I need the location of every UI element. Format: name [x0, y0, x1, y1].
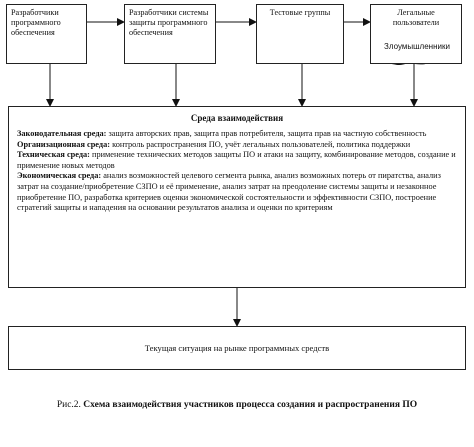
box-legal-users: Легальные пользователи [370, 4, 462, 64]
box-environment: Среда взаимодействия Законодательная сре… [8, 106, 466, 288]
developers-protection-label: Разработчики системы защиты программного… [129, 8, 209, 37]
economic-paragraph: Экономическая среда: анализ возможностей… [17, 171, 457, 213]
organizational-text: контроль распространения ПО, учёт легаль… [112, 139, 411, 149]
environment-title: Среда взаимодействия [190, 113, 284, 123]
box-developers-protection: Разработчики системы защиты программного… [124, 4, 216, 64]
technical-paragraph: Техническая среда: применение технически… [17, 150, 457, 171]
box-test-groups: Тестовые группы [256, 4, 344, 64]
economic-text: анализ возможностей целевого сегмента ры… [17, 171, 441, 213]
legal-users-label: Легальные пользователи [392, 8, 440, 27]
organizational-label: Организационная среда: [17, 139, 110, 149]
developers-software-label: Разработчики программного обеспечения [11, 8, 61, 37]
technical-text: применение технических методов защиты ПО… [17, 150, 456, 170]
economic-label: Экономическая среда: [17, 171, 102, 181]
market-situation-label: Текущая ситуация на рынке программных ср… [144, 343, 330, 353]
legislative-paragraph: Законодательная среда: защита авторских … [17, 129, 457, 140]
box-developers-software: Разработчики программного обеспечения [6, 4, 87, 64]
attackers-label: Злоумышленники [384, 42, 450, 51]
box-market-situation: Текущая ситуация на рынке программных ср… [8, 326, 466, 370]
legislative-label: Законодательная среда: [17, 129, 107, 138]
caption-title: Схема взаимодействия участников процесса… [83, 400, 418, 410]
caption-prefix: Рис.2. [56, 400, 81, 410]
figure-caption: Рис.2. Схема взаимодействия участников п… [0, 400, 474, 410]
legislative-text: защита авторских прав, защита прав потре… [108, 129, 427, 138]
technical-label: Техническая среда: [17, 150, 90, 160]
test-groups-label: Тестовые группы [269, 8, 331, 17]
organizational-paragraph: Организационная среда: контроль распрост… [17, 140, 457, 151]
